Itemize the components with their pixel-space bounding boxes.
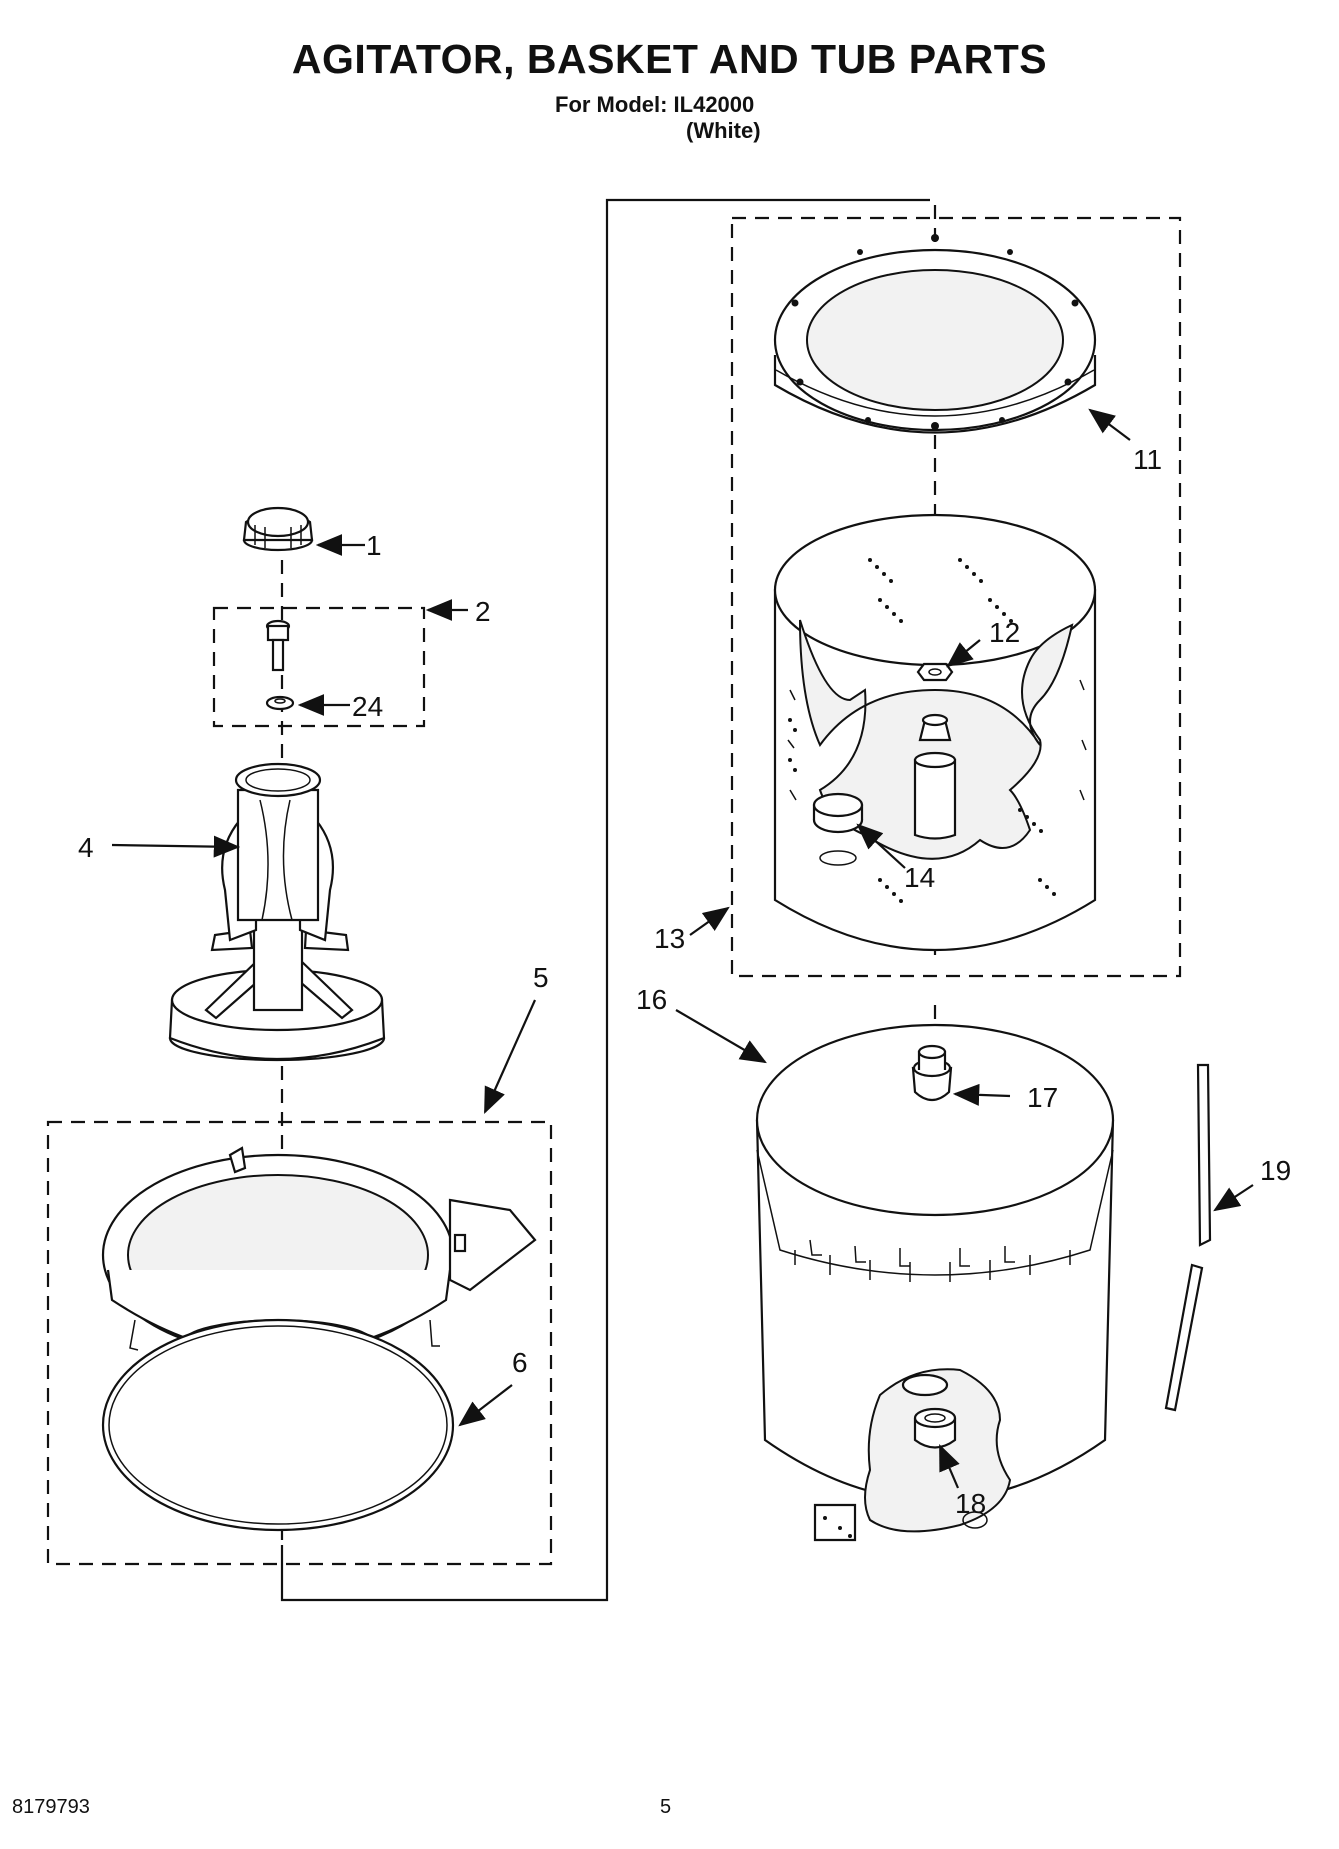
group-box-5 — [46, 1120, 553, 1566]
callout-4: 4 — [78, 832, 94, 863]
callout-19: 19 — [1260, 1155, 1291, 1186]
document-number: 8179793 — [12, 1796, 90, 1818]
callout-11: 11 — [1133, 444, 1162, 475]
callout-5: 5 — [533, 962, 549, 993]
group-box-13 — [730, 216, 1182, 978]
callout-1: 1 — [366, 530, 382, 561]
callout-2: 2 — [475, 596, 491, 627]
group-box-2 — [212, 606, 426, 728]
part-11-balance-ring — [773, 234, 1097, 434]
part-24-washer — [265, 695, 295, 711]
callout-6: 6 — [512, 1347, 528, 1378]
callout-18: 18 — [955, 1488, 986, 1519]
part-16-outer-tub — [755, 1023, 1115, 1542]
part-12-nut — [916, 662, 954, 682]
page-number: 5 — [660, 1796, 672, 1818]
part-13-basket — [773, 513, 1097, 951]
part-18-seal — [913, 1407, 957, 1449]
part-1-agitator-cap — [242, 506, 314, 552]
callout-14: 14 — [904, 862, 935, 893]
leader-arrows — [111, 408, 1254, 1489]
callout-24: 24 — [352, 691, 383, 722]
part-6-ring — [101, 1318, 455, 1532]
color-label: (White) — [686, 118, 761, 143]
callout-16: 16 — [636, 984, 667, 1015]
model-label: For Model: IL42000 — [555, 92, 755, 117]
part-14-plug — [812, 792, 864, 866]
callout-17: 17 — [1027, 1082, 1058, 1113]
assembly-connector-line — [280, 198, 930, 1602]
page-title: AGITATOR, BASKET AND TUB PARTS — [291, 36, 1048, 82]
part-17-drive-hub — [911, 1044, 953, 1102]
callout-12: 12 — [989, 617, 1020, 648]
callout-13: 13 — [654, 923, 685, 954]
part-2-bolt — [265, 619, 291, 672]
part-19-hose — [1164, 1063, 1212, 1412]
part-4-agitator — [168, 762, 386, 1062]
